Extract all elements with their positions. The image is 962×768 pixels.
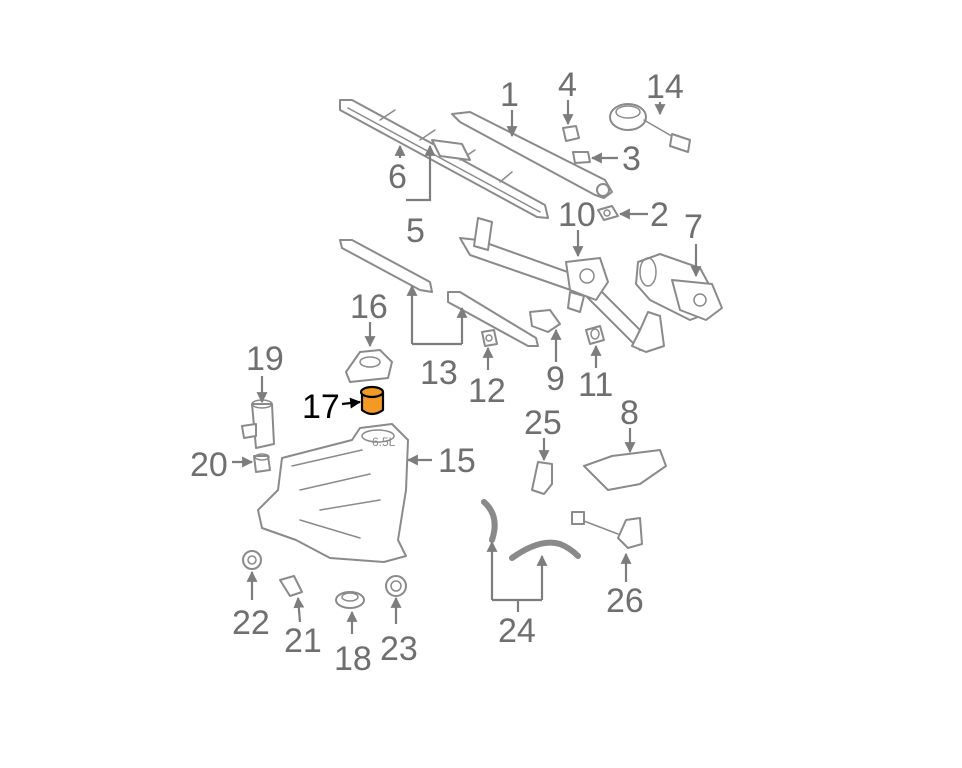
- washer-3: [572, 151, 591, 164]
- grommet-12: [481, 329, 498, 347]
- callout-17: 17: [302, 388, 340, 426]
- wiper-linkage: [459, 217, 665, 353]
- washer-pump: [241, 399, 275, 449]
- callout-labels: 1 2 3 4 5 6 7 8 9 10 11 12 13 14 15 16 1…: [190, 66, 703, 678]
- washer-2: [597, 205, 619, 221]
- callout-24: 24: [498, 612, 536, 650]
- wiper-arm: [451, 111, 613, 199]
- callout-1: 1: [500, 76, 519, 114]
- callout-25: 25: [524, 404, 562, 442]
- grommet-23: [385, 575, 407, 597]
- link-rods: [339, 239, 539, 347]
- pump-grommet: [253, 453, 271, 473]
- callout-18: 18: [334, 640, 372, 678]
- arm-nut: [562, 125, 580, 142]
- callout-26: 26: [606, 582, 644, 620]
- callout-16: 16: [350, 288, 388, 326]
- leader-lines: [232, 100, 702, 634]
- callout-7: 7: [684, 208, 703, 246]
- hose-fitting-25: [531, 461, 553, 495]
- grommet-22: [242, 550, 262, 570]
- callout-9: 9: [546, 360, 565, 398]
- bracket-8: [583, 449, 667, 491]
- callout-11: 11: [578, 366, 613, 404]
- callout-21: 21: [284, 622, 322, 660]
- callout-6: 6: [388, 158, 407, 196]
- reservoir-volume-label: 6.5L: [372, 435, 396, 449]
- callout-20: 20: [190, 446, 228, 484]
- filler-neck-cap: [345, 349, 393, 383]
- callout-19: 19: [246, 340, 284, 378]
- washer-reservoir: 6.5L: [257, 423, 409, 563]
- callout-13: 13: [420, 354, 458, 392]
- callout-22: 22: [232, 604, 270, 642]
- wiper-blade: [339, 99, 549, 219]
- cap-18: [335, 591, 365, 609]
- washer-nozzle-26: [571, 511, 643, 549]
- bracket-9: [529, 309, 561, 333]
- callout-8: 8: [620, 394, 639, 432]
- strainer-highlighted: [359, 385, 385, 416]
- callout-5: 5: [406, 212, 425, 250]
- washer-hoses: [481, 499, 581, 561]
- callout-15: 15: [438, 442, 476, 480]
- callout-10: 10: [558, 196, 596, 234]
- callout-3: 3: [622, 140, 641, 178]
- callout-23: 23: [380, 630, 418, 668]
- callout-12: 12: [468, 372, 506, 410]
- callout-4: 4: [558, 66, 577, 104]
- check-valve-21: [279, 575, 303, 597]
- callout-14: 14: [646, 68, 684, 106]
- bushing-11: [585, 325, 605, 345]
- wiper-motor: [635, 253, 723, 321]
- callout-2: 2: [650, 196, 669, 234]
- cap-with-connector: [609, 103, 691, 153]
